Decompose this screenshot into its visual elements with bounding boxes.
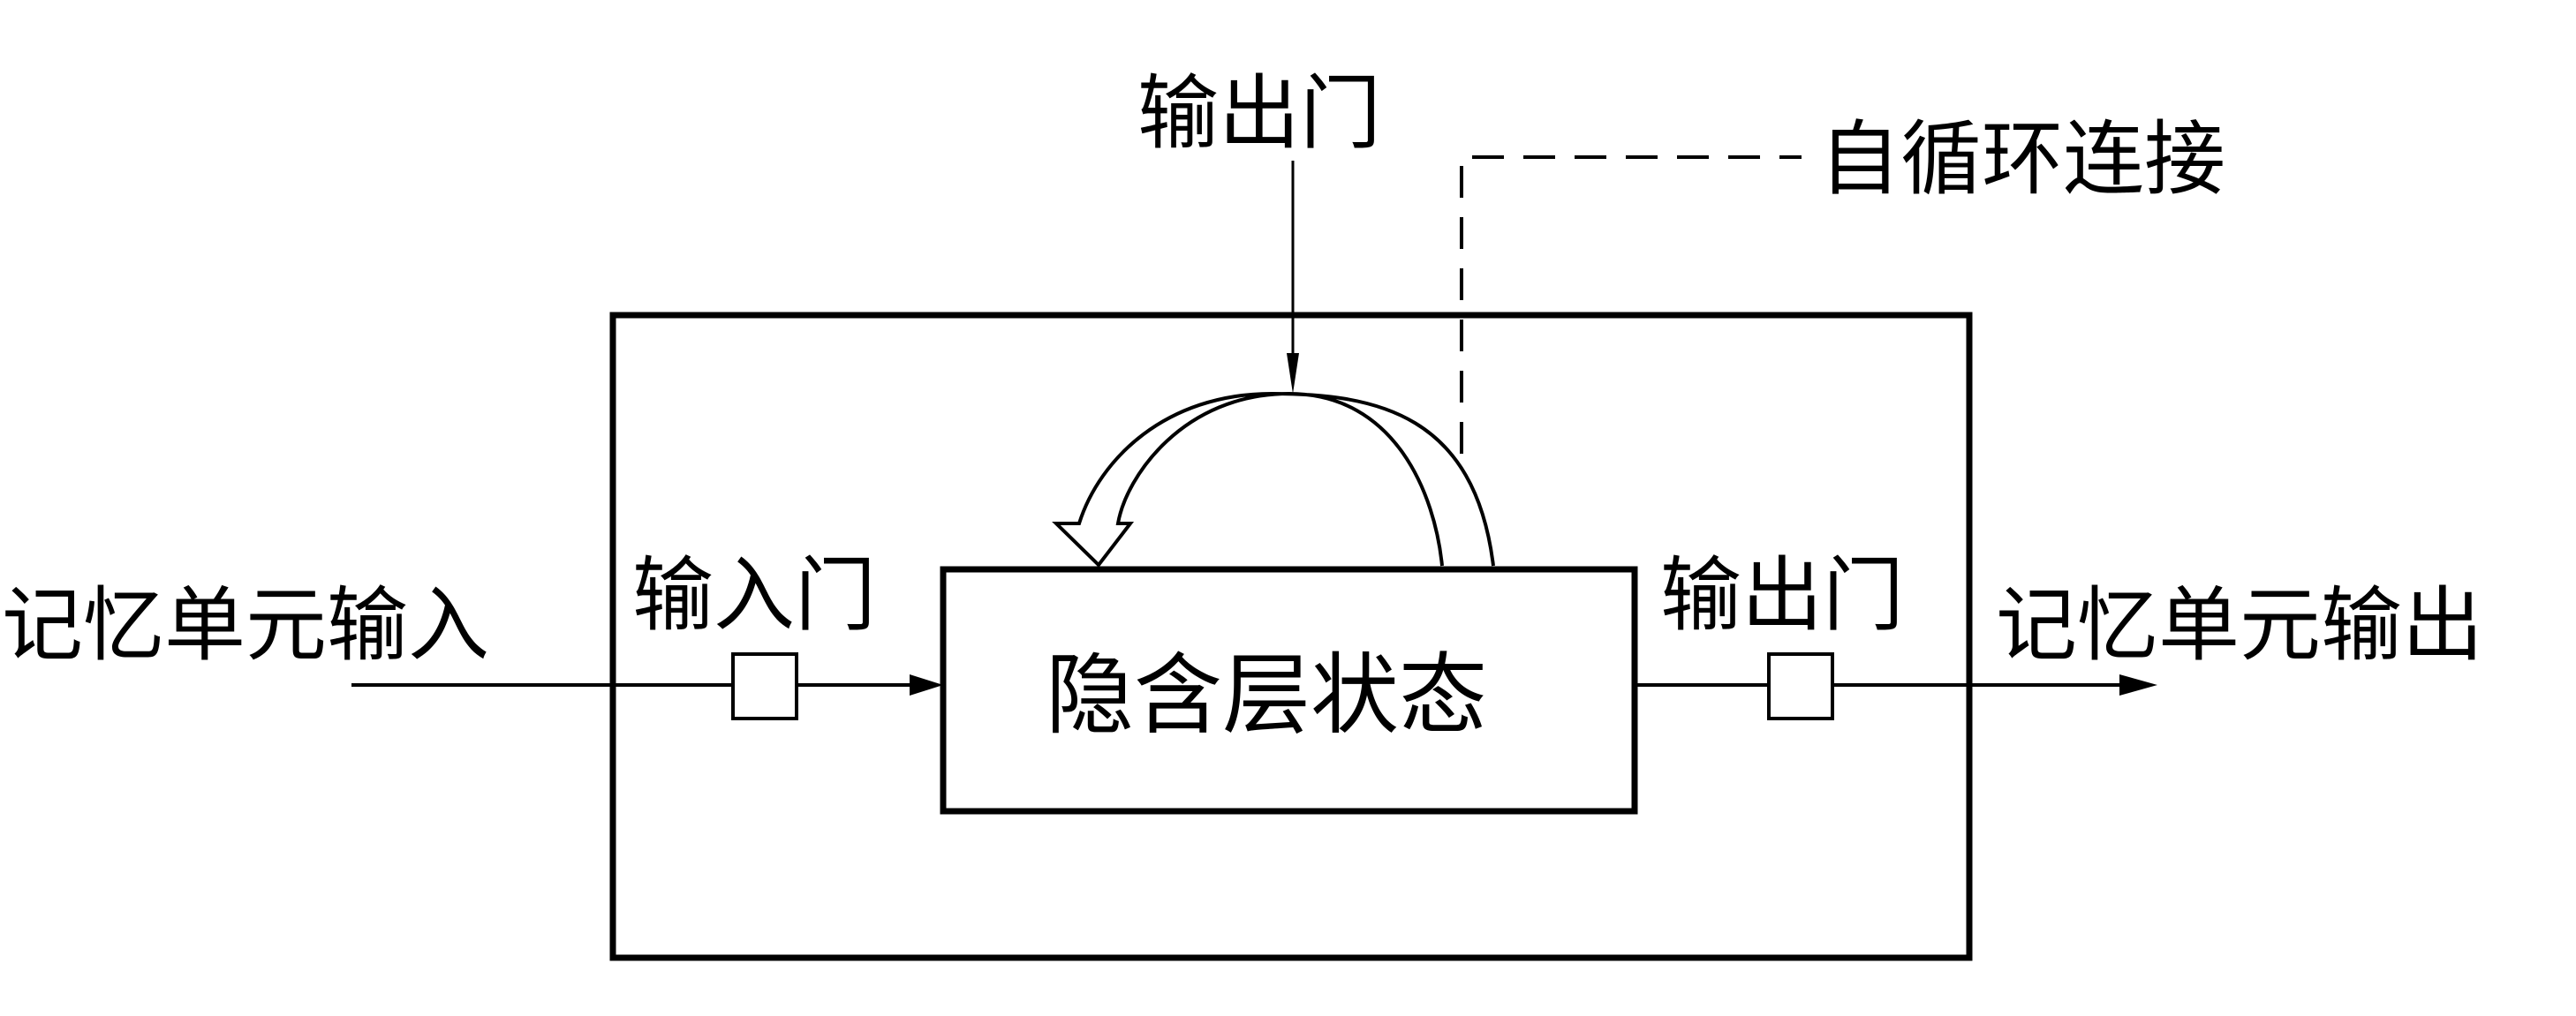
output-arrowhead (2119, 674, 2157, 696)
self-loop-arrow (1052, 391, 1495, 568)
self-loop-label: 自循环连接 (1819, 112, 2225, 207)
self-loop-connector (1460, 155, 1802, 454)
output-gate-square (1767, 652, 1834, 720)
input-gate-square (731, 652, 798, 720)
input-gate-label: 输入门 (632, 548, 876, 643)
input-arrowhead (910, 674, 943, 696)
hidden-state-label: 隐含层状态 (1046, 643, 1487, 747)
output-gate-label: 输出门 (1660, 548, 1904, 643)
top-output-gate-label: 输出门 (1137, 66, 1381, 161)
hidden-state-box (940, 566, 1638, 815)
memory-input-label: 记忆单元输入 (2, 578, 489, 673)
memory-cell-box (609, 312, 1973, 961)
top-gate-arrowhead (1287, 353, 1299, 394)
memory-output-label: 记忆单元输出 (1996, 578, 2483, 673)
